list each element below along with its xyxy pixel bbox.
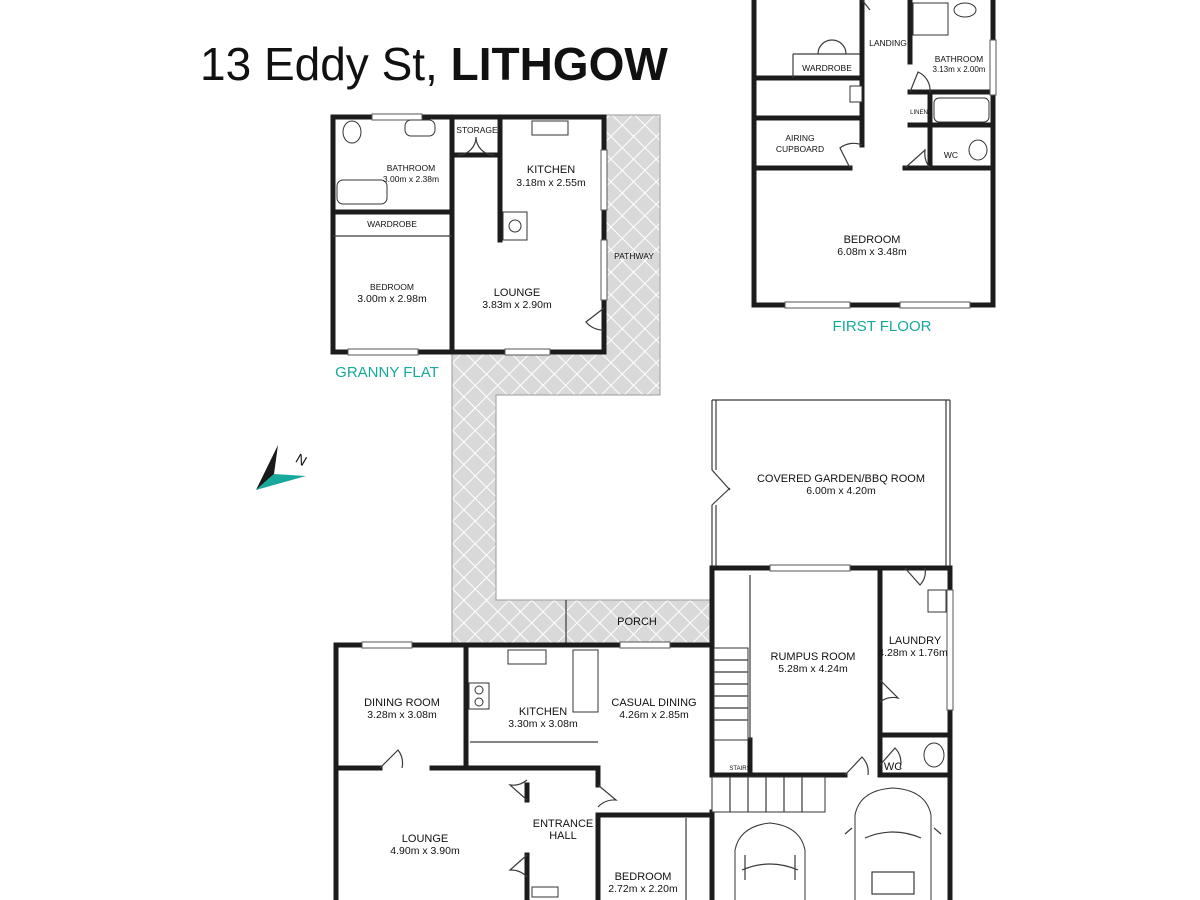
gf-lounge-label: LOUNGE bbox=[494, 287, 540, 299]
rumpus-label: RUMPUS ROOM bbox=[771, 651, 856, 663]
gf-wardrobe-label: WARDROBE bbox=[367, 219, 417, 229]
entrance-label: ENTRANCE bbox=[533, 818, 594, 830]
covered-garden-size: 6.00m x 4.20m bbox=[806, 485, 876, 497]
gf-kitchen-size: 3.18m x 2.55m bbox=[516, 177, 586, 189]
sink-icon bbox=[531, 120, 569, 136]
ff-wardrobe-label: WARDROBE bbox=[802, 63, 852, 73]
lounge-size: 4.90m x 3.90m bbox=[390, 845, 460, 857]
toilet-icon bbox=[923, 742, 945, 768]
toilet-icon bbox=[968, 139, 988, 161]
paved-pathway bbox=[451, 114, 713, 646]
laundry-size: 4.28m x 1.76m bbox=[878, 647, 948, 659]
stove-icon bbox=[468, 682, 490, 710]
compass-label: N bbox=[293, 450, 310, 469]
lounge-label: LOUNGE bbox=[402, 833, 448, 845]
rumpus-size: 5.28m x 4.24m bbox=[778, 663, 848, 675]
gf-storage-label: STORAGE bbox=[456, 125, 498, 135]
staircase-icon bbox=[711, 647, 826, 813]
ff-bathroom-size: 3.13m x 2.00m bbox=[933, 65, 986, 74]
first-floor-label: FIRST FLOOR bbox=[833, 318, 932, 335]
granny-flat-label: GRANNY FLAT bbox=[335, 364, 439, 381]
sink-icon bbox=[507, 649, 547, 665]
car-icon bbox=[734, 822, 806, 900]
gf-bathroom-label: BATHROOM bbox=[387, 163, 435, 173]
ff-landing-label: LANDING bbox=[869, 38, 907, 48]
title-street: 13 Eddy St, bbox=[200, 38, 451, 90]
shower-icon bbox=[912, 2, 949, 36]
first-floor bbox=[751, 0, 997, 309]
wc-label: WC bbox=[884, 761, 902, 773]
stair-label: STAIRS bbox=[729, 766, 750, 772]
ff-wc-label: WC bbox=[944, 150, 958, 160]
gf-bedroom-label: BEDROOM bbox=[370, 282, 414, 292]
laundry-label: LAUNDRY bbox=[889, 635, 942, 647]
ff-bedroom-label: BEDROOM bbox=[844, 234, 901, 246]
ff-bedroom-size: 6.08m x 3.48m bbox=[837, 246, 907, 258]
dining-label: DINING ROOM bbox=[364, 697, 440, 709]
dining-size: 3.28m x 3.08m bbox=[367, 709, 437, 721]
ff-linen-label: LINEN bbox=[910, 110, 928, 116]
kitchen-label: KITCHEN bbox=[519, 706, 567, 718]
gf-bathroom-size: 3.00m x 2.38m bbox=[383, 174, 439, 184]
hall-label: HALL bbox=[549, 830, 577, 842]
car-icon bbox=[844, 787, 942, 900]
bedroom-label: BEDROOM bbox=[615, 871, 672, 883]
ff-bathroom-label: BATHROOM bbox=[935, 54, 983, 64]
bedroom-size: 2.72m x 2.20m bbox=[608, 883, 678, 895]
porch-label: PORCH bbox=[617, 616, 657, 628]
casual-dining-size: 4.26m x 2.85m bbox=[619, 709, 689, 721]
covered-garden-label: COVERED GARDEN/BBQ ROOM bbox=[757, 473, 925, 485]
kitchen-size: 3.30m x 3.08m bbox=[508, 718, 578, 730]
casual-dining-label: CASUAL DINING bbox=[611, 697, 696, 709]
compass-icon bbox=[256, 445, 306, 490]
tub-icon bbox=[927, 589, 947, 613]
main-house bbox=[333, 564, 954, 900]
granny-flat bbox=[330, 113, 608, 356]
gf-lounge-size: 3.83m x 2.90m bbox=[482, 299, 552, 311]
gf-kitchen-label: KITCHEN bbox=[527, 164, 575, 176]
bathtub-icon bbox=[336, 179, 388, 205]
covered-garden bbox=[711, 399, 951, 568]
pathway-label: PATHWAY bbox=[614, 251, 654, 261]
title-suburb: LITHGOW bbox=[451, 38, 669, 90]
ff-cupboard-label: CUPBOARD bbox=[776, 144, 824, 154]
toilet-icon bbox=[342, 120, 362, 144]
gf-bedroom-size: 3.00m x 2.98m bbox=[357, 293, 427, 305]
vanity-icon bbox=[404, 119, 436, 137]
bathtub-icon bbox=[933, 97, 990, 123]
vanity-icon bbox=[953, 2, 977, 18]
ff-airing-label: AIRING bbox=[785, 133, 814, 143]
page-title: 13 Eddy St, LITHGOW bbox=[200, 38, 668, 90]
